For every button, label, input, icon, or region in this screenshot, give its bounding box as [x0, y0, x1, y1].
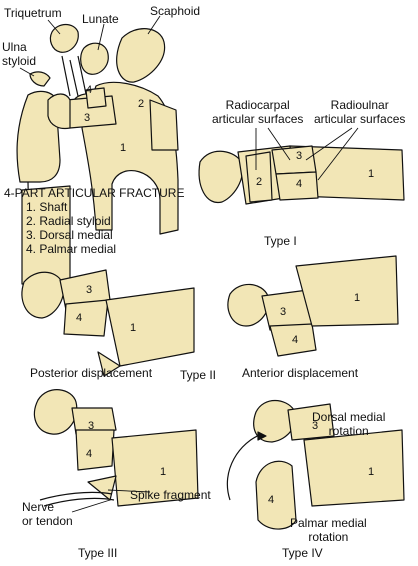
fragment-number-3: 3	[312, 420, 319, 432]
label-dorsal-medial-rotation: Dorsal medial rotation	[312, 410, 386, 438]
fragment-number-3: 3	[86, 284, 93, 296]
type4-drawing	[226, 399, 405, 530]
fragment-number-3: 3	[84, 112, 91, 124]
fragment-number-3: 3	[88, 420, 95, 432]
label-palmar-medial-rotation: Palmar medial rotation	[290, 516, 367, 544]
fragment-number-1: 1	[120, 142, 127, 154]
fragment-number-2: 2	[138, 98, 145, 110]
label-radiocarpal: Radiocarpal articular surfaces	[212, 98, 304, 126]
caption-type-iii: Type III	[78, 546, 118, 560]
type2-anterior-drawing	[227, 255, 399, 357]
fragment-number-4: 4	[86, 448, 93, 460]
legend-item: 4. Palmar medial	[26, 242, 117, 256]
caption-type-iv: Type IV	[282, 546, 323, 560]
label-spike-fragment: Spike fragment	[130, 488, 211, 502]
fragment-number-1: 1	[368, 466, 375, 478]
legend-item: 1. Shaft	[26, 200, 68, 214]
leader-lines	[19, 15, 359, 513]
legend-title: 4-PART ARTICULAR FRACTURE	[4, 186, 185, 200]
caption-posterior-displacement: Posterior displacement	[30, 366, 153, 380]
fragment-number-1: 1	[368, 168, 375, 180]
fragment-number-3: 3	[280, 306, 287, 318]
caption-type-i: Type I	[264, 234, 297, 248]
fragment-number-4: 4	[296, 178, 303, 190]
fragment-number-3: 3	[296, 150, 303, 162]
legend-item: 3. Dorsal medial	[26, 228, 113, 242]
fragment-number-1: 1	[160, 466, 167, 478]
label-lunate: Lunate	[82, 12, 119, 26]
caption-type-ii: Type II	[180, 368, 217, 382]
fragment-number-4: 4	[76, 312, 83, 324]
fragment-number-4: 4	[292, 334, 299, 346]
fragment-number-1: 1	[130, 322, 137, 334]
caption-anterior-displacement: Anterior displacement	[242, 366, 359, 380]
label-triquetrum: Triquetrum	[4, 6, 62, 20]
fragment-number-2: 2	[256, 176, 263, 188]
label-scaphoid: Scaphoid	[150, 4, 201, 18]
type2-posterior-drawing	[21, 269, 195, 377]
anatomy-wrist-drawing	[16, 23, 179, 285]
legend: 4-PART ARTICULAR FRACTURE 1. Shaft 2. Ra…	[4, 186, 204, 256]
label-radioulnar: Radioulnar articular surfaces	[314, 98, 406, 126]
legend-item: 2. Radial styloid	[26, 214, 111, 228]
fragment-number-4: 4	[86, 84, 93, 96]
type1-drawing	[198, 145, 405, 205]
label-nerve-or-tendon: Nerve or tendon	[22, 500, 73, 528]
type3-drawing	[33, 389, 199, 507]
fragment-number-1: 1	[354, 292, 361, 304]
fragment-number-4: 4	[268, 494, 275, 506]
label-ulna-styloid: Ulna styloid	[2, 40, 37, 68]
